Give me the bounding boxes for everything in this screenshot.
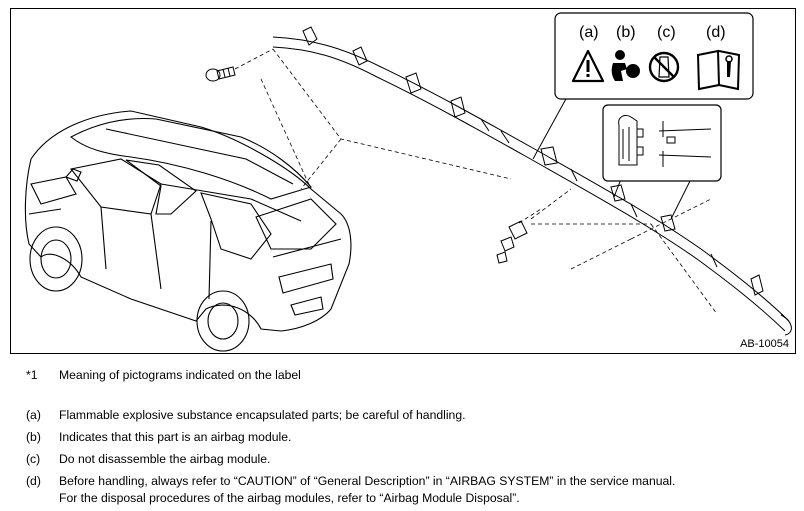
pictogram-label-c: (c)	[657, 24, 676, 41]
legend-item-key: (b)	[26, 430, 41, 444]
airbag-diagram-figure: (a) (b) (c) (d)	[10, 8, 796, 354]
curtain-airbag-module	[272, 26, 792, 336]
legend-item-key: (d)	[26, 474, 41, 488]
manual-book-icon	[696, 49, 741, 91]
pictogram-label-a: (a)	[579, 24, 599, 41]
legend-item-text: Indicates that this part is an airbag mo…	[59, 430, 292, 444]
legend-item-text: Do not disassemble the airbag module.	[59, 452, 271, 466]
legend-note-text: Meaning of pictograms indicated on the l…	[59, 368, 301, 382]
connector-detail-box	[602, 104, 722, 182]
connector-illustration	[496, 220, 528, 264]
figure-id-code: AB-10054	[740, 338, 789, 350]
legend-item-key: (a)	[26, 408, 41, 422]
legend-item-text: Before handling, always refer to “CAUTIO…	[59, 474, 676, 488]
pictogram-label-b: (b)	[616, 24, 636, 41]
legend-note-key: *1	[26, 368, 38, 382]
bolt-illustration	[205, 66, 236, 82]
car-illustration	[24, 110, 352, 352]
warning-triangle-icon	[571, 49, 605, 83]
pictogram-label-box: (a) (b) (c) (d)	[554, 12, 754, 100]
no-disassemble-icon	[648, 51, 680, 83]
pictogram-label-d: (d)	[706, 24, 726, 41]
callout-lines	[532, 96, 692, 220]
legend-item-key: (c)	[26, 452, 41, 466]
legend-item-text: Flammable explosive substance encapsulat…	[59, 408, 466, 422]
legend-continuation-text: For the disposal procedures of the airba…	[59, 491, 520, 505]
airbag-person-icon	[611, 50, 640, 81]
diagram-drawing: (a) (b) (c) (d)	[24, 12, 792, 352]
